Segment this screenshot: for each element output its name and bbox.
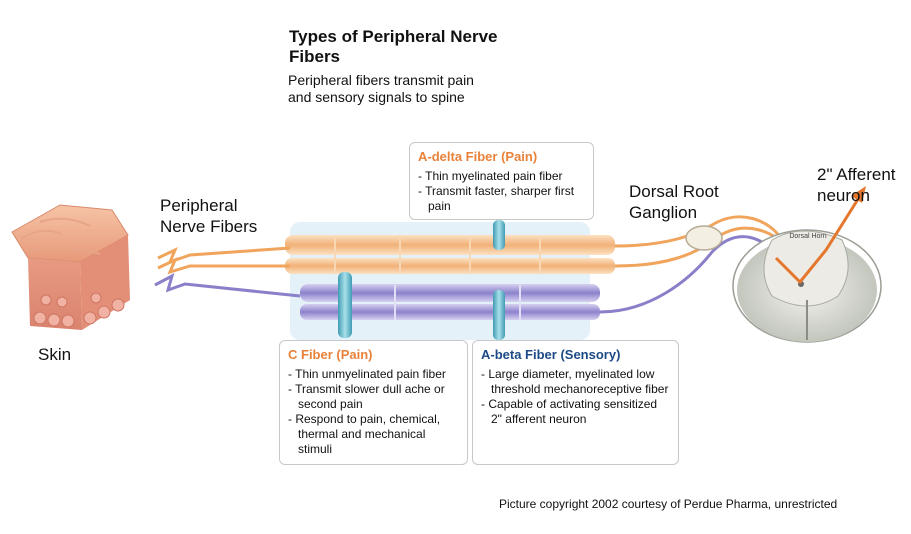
peripheral-fiber-lines: [154, 246, 301, 298]
afferent-neuron-arrow: [774, 186, 866, 285]
skin-label: Skin: [38, 345, 72, 364]
c-fiber-item: - Thin unmyelinated pain fiber: [288, 367, 446, 381]
ganglion: [685, 225, 723, 251]
diagram-subtitle: Peripheral fibers transmit pain and sens…: [288, 72, 474, 105]
a-beta-heading: A-beta Fiber (Sensory): [481, 347, 621, 362]
a-delta-fiber: [285, 235, 615, 274]
a-delta-callout: A-delta Fiber (Pain) - Thin myelinated p…: [409, 142, 594, 220]
dorsal-horn-label: Dorsal Horn: [789, 233, 826, 240]
c-fiber-item: - Respond to pain, chemical, thermal and…: [288, 412, 441, 456]
spinal-cord: [732, 229, 882, 343]
c-fiber: [300, 284, 600, 320]
c-fiber-callout: C Fiber (Pain) - Thin unmyelinated pain …: [279, 340, 468, 465]
a-beta-item: - Large diameter, myelinated low thresho…: [481, 367, 669, 396]
peripheral-nerve-fibers-label: Peripheral Nerve Fibers: [160, 196, 258, 236]
afferent-neuron-label: 2" Afferent neuron: [817, 165, 896, 205]
c-fiber-item: - Transmit slower dull ache or second pa…: [288, 382, 445, 411]
diagram-title: Types of Peripheral Nerve Fibers: [289, 27, 498, 66]
skin-block: [11, 204, 130, 330]
a-beta-callout: A-beta Fiber (Sensory) - Large diameter,…: [472, 340, 679, 465]
c-fiber-heading: C Fiber (Pain): [288, 347, 373, 362]
a-delta-heading: A-delta Fiber (Pain): [418, 149, 538, 164]
a-delta-item: - Transmit faster, sharper first pain: [418, 184, 575, 213]
connector-posts: [338, 220, 505, 340]
copyright-credit: Picture copyright 2002 courtesy of Perdu…: [499, 497, 838, 511]
a-delta-item: - Thin myelinated pain fiber: [418, 169, 563, 183]
a-beta-item: - Capable of activating sensitized 2" af…: [481, 397, 658, 426]
dorsal-root-ganglion-label: Dorsal Root Ganglion: [629, 182, 719, 222]
